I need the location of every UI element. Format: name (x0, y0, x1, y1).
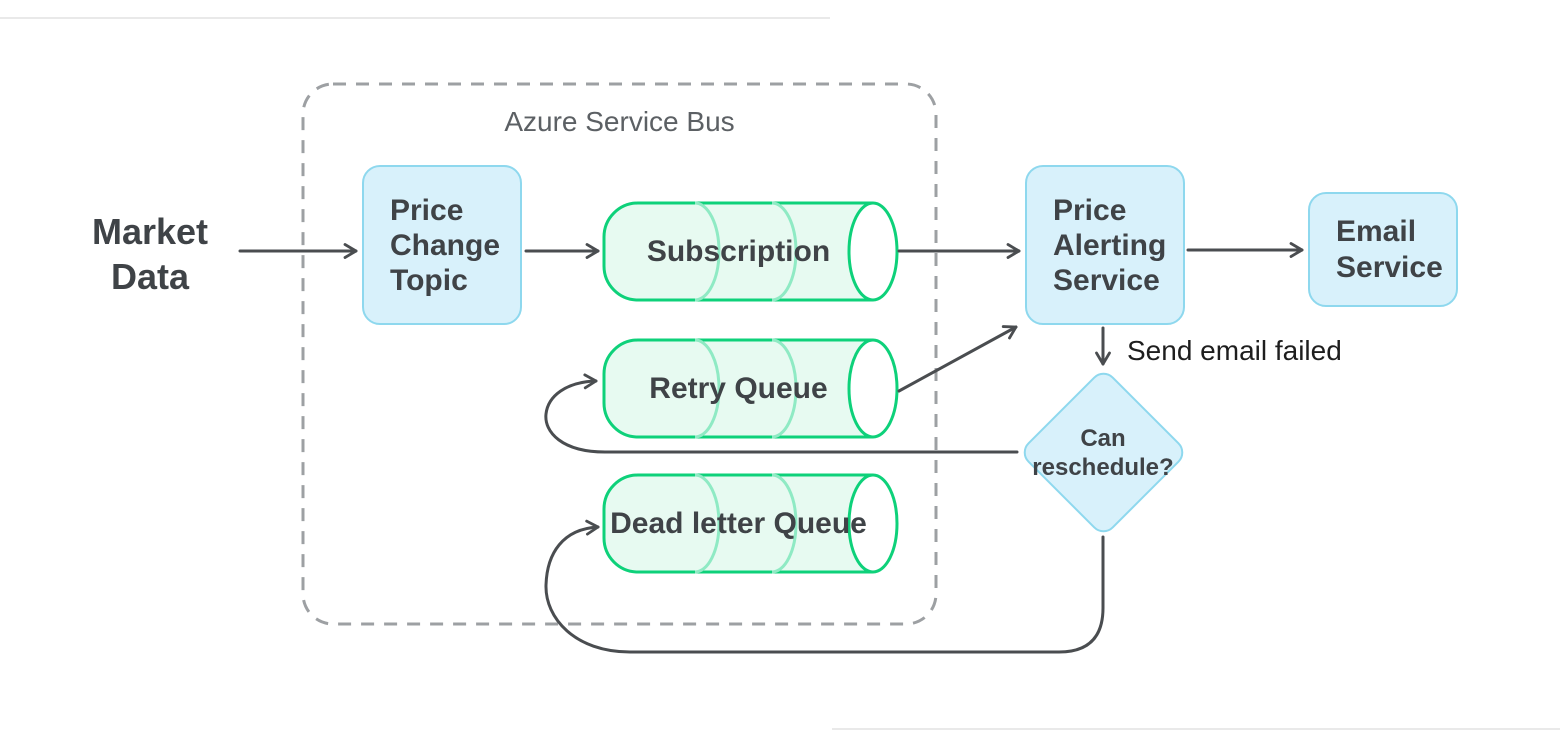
arrow-can-reschedule-to-dead-letter-queue (544, 519, 1105, 654)
email-service-label: Email Service (1336, 214, 1443, 284)
subscription-queue-shape (602, 201, 899, 302)
node-price-change-topic: Price Change Topic (362, 165, 522, 325)
send-email-failed-label: Send email failed (1127, 335, 1342, 366)
arrow-can-reschedule-to-retry-queue (544, 373, 1019, 454)
dead-letter-queue-shape (602, 473, 899, 574)
retry-queue-label: Retry Queue (649, 371, 828, 405)
node-price-alerting-service: Price Alerting Service (1025, 165, 1185, 325)
price-alerting-service-label: Price Alerting Service (1053, 193, 1167, 297)
subscription-label: Subscription (646, 234, 831, 268)
service-bus-boundary (301, 82, 938, 626)
dead-letter-queue-label: Dead letter Queue (610, 506, 867, 540)
service-bus-title: Azure Service Bus (504, 106, 735, 137)
artifact-line-bottom (832, 728, 1560, 730)
can-reschedule-label: Can reschedule? (1032, 425, 1174, 481)
node-email-service: Email Service (1308, 192, 1458, 307)
artifact-line-top (0, 17, 830, 19)
retry-queue-shape (602, 338, 899, 439)
price-change-topic-label: Price Change Topic (390, 193, 501, 297)
market-data-label: Market Data (91, 211, 209, 297)
arrow-retry-queue-to-price-alerting-service (897, 325, 1018, 393)
